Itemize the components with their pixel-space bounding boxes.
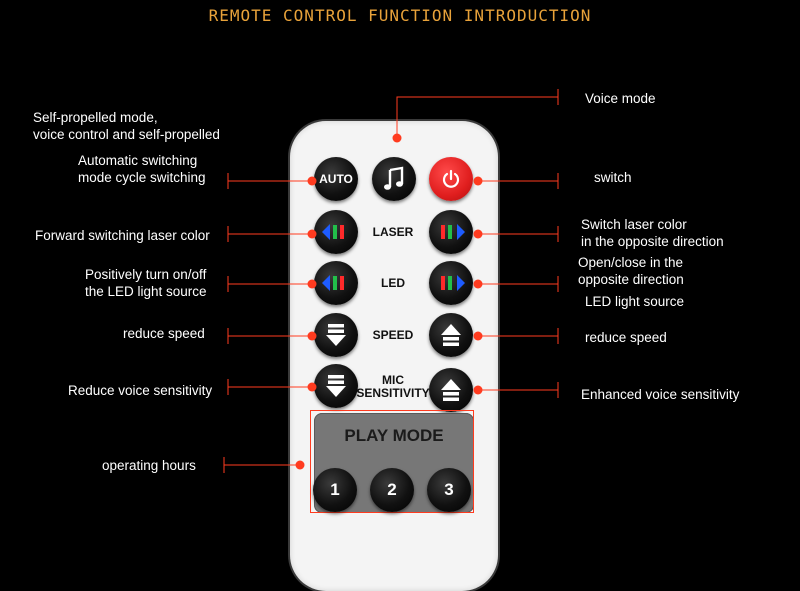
- arrow-up-icon: [441, 379, 461, 401]
- label-switch-laser: Switch laser color in the opposite direc…: [581, 217, 724, 249]
- arrow-down-icon: [326, 324, 346, 346]
- power-button[interactable]: [429, 157, 473, 201]
- play-mode-label: PLAY MODE: [344, 426, 444, 445]
- mic-sensitivity-up-button[interactable]: [429, 368, 473, 412]
- arrow-down-icon: [326, 375, 346, 397]
- play-mode-3-button[interactable]: 3: [427, 468, 471, 512]
- laser-label: LASER: [372, 225, 414, 239]
- arrow-left-icon: [322, 224, 344, 240]
- label-reduce-voice: Reduce voice sensitivity: [68, 383, 213, 398]
- page-title: REMOTE CONTROL FUNCTION INTRODUCTION: [208, 6, 592, 25]
- led-label: LED: [381, 276, 405, 290]
- arrow-right-icon: [441, 275, 465, 291]
- label-forward-laser: Forward switching laser color: [35, 228, 210, 243]
- auto-button-label: AUTO: [319, 172, 353, 186]
- laser-forward-button[interactable]: [314, 210, 358, 254]
- label-led-on-off: Positively turn on/off the LED light sou…: [85, 267, 207, 299]
- led-forward-button[interactable]: [314, 261, 358, 305]
- play-mode-2-button[interactable]: 2: [370, 468, 414, 512]
- voice-mode-button[interactable]: [372, 157, 416, 201]
- label-voice-mode: Voice mode: [585, 91, 656, 106]
- laser-reverse-button[interactable]: [429, 210, 473, 254]
- callout-lines: [223, 89, 559, 473]
- label-open-close: Open/close in the opposite direction: [578, 255, 684, 287]
- speed-up-button[interactable]: [429, 313, 473, 357]
- speed-down-button[interactable]: [314, 313, 358, 357]
- label-led-source: LED light source: [585, 294, 685, 309]
- led-reverse-button[interactable]: [429, 261, 473, 305]
- label-self-propelled: Self-propelled mode, voice control and s…: [33, 110, 220, 142]
- callout-voice-mode: [396, 96, 558, 138]
- arrow-up-icon: [441, 324, 461, 346]
- music-note-icon: [384, 166, 404, 190]
- mic-sensitivity-down-button[interactable]: [314, 364, 358, 408]
- speed-label: SPEED: [372, 328, 414, 342]
- play-mode-1-label: 1: [330, 480, 340, 499]
- label-auto-switching: Automatic switching mode cycle switching: [78, 153, 206, 185]
- play-mode-3-label: 3: [444, 480, 454, 499]
- arrow-right-icon: [441, 224, 465, 240]
- arrow-left-icon: [322, 275, 344, 291]
- play-mode-highlight: [310, 410, 474, 513]
- mic-sensitivity-label: MIC SENSITIVITY: [356, 373, 430, 400]
- play-mode-1-button[interactable]: 1: [313, 468, 357, 512]
- power-icon: [442, 169, 460, 188]
- label-switch: switch: [594, 170, 632, 185]
- auto-button[interactable]: AUTO: [314, 157, 358, 201]
- label-reduce-speed-right: reduce speed: [585, 330, 667, 345]
- label-reduce-speed-left: reduce speed: [123, 326, 205, 341]
- label-enhanced-voice: Enhanced voice sensitivity: [581, 387, 740, 402]
- play-mode-2-label: 2: [387, 480, 397, 499]
- label-operating-hours: operating hours: [102, 458, 196, 473]
